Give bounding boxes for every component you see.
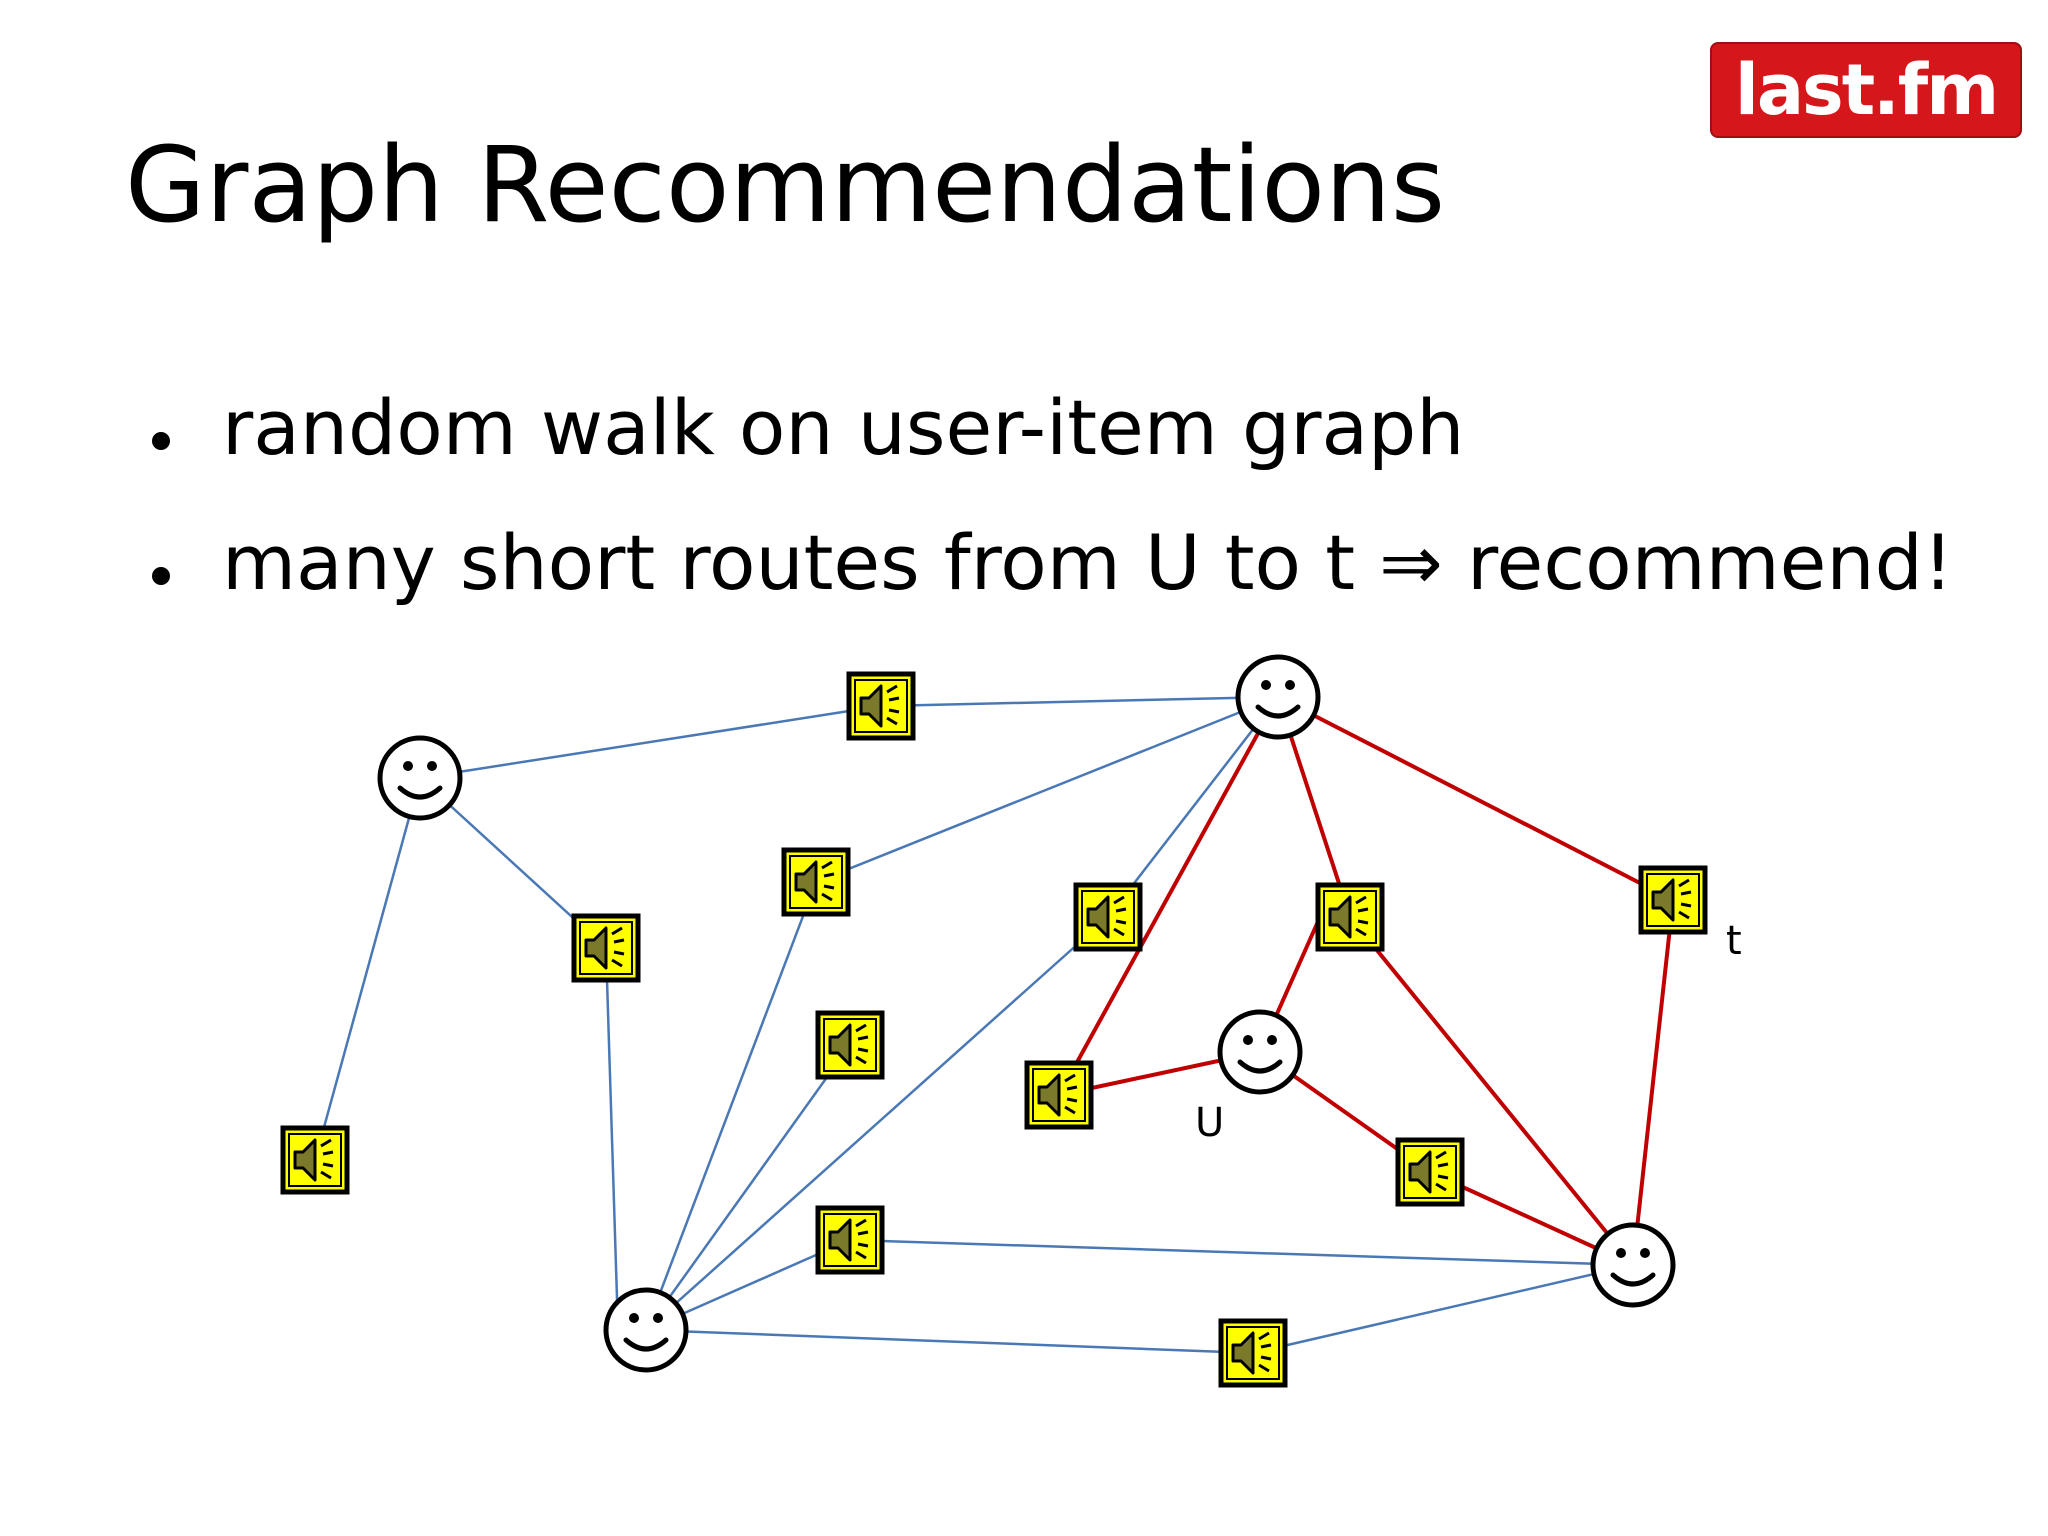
graph-edge — [1252, 1263, 1634, 1355]
item-nodes — [283, 674, 1705, 1385]
graph-edge — [815, 695, 1279, 884]
user-nodes — [380, 657, 1673, 1370]
smiley-icon — [1593, 1225, 1673, 1305]
highlighted-edge — [1348, 915, 1635, 1267]
smiley-icon — [1238, 657, 1318, 737]
graph-edge — [604, 947, 620, 1331]
speaker-icon — [849, 674, 913, 738]
graph-edge — [645, 1328, 1254, 1355]
speaker-icon — [818, 1208, 882, 1272]
speaker-icon — [1076, 885, 1140, 949]
bullet-text: many short routes from U to t ⇒ recommen… — [222, 518, 1954, 607]
speaker-icon — [1221, 1321, 1285, 1385]
smiley-icon — [606, 1290, 686, 1370]
slide-title: Graph Recommendations — [125, 124, 1446, 246]
graph-edge — [645, 916, 1109, 1331]
bullet-text: random walk on user-item graph — [222, 383, 1465, 472]
user-label: U — [1195, 1100, 1224, 1146]
highlighted-edge — [1277, 695, 1674, 902]
speaker-icon — [1641, 868, 1705, 932]
graph-edge — [313, 777, 422, 1161]
highlighted-edges — [1057, 695, 1675, 1267]
graph-edge — [1107, 696, 1279, 918]
speaker-icon — [283, 1128, 347, 1192]
speaker-icon — [574, 916, 638, 980]
speaker-icon — [1027, 1063, 1091, 1127]
highlighted-edge — [1631, 899, 1675, 1266]
graph-edge — [644, 1044, 852, 1331]
bullet-icon — [152, 432, 170, 450]
smiley-icon — [1220, 1012, 1300, 1092]
speaker-icon — [1318, 885, 1382, 949]
lastfm-logo: last.fm — [1710, 42, 2022, 138]
bullet-icon — [152, 567, 170, 585]
graph-edge — [849, 1238, 1634, 1267]
speaker-icon — [1398, 1140, 1462, 1204]
graph-edge — [880, 695, 1279, 708]
graph-edge — [644, 881, 818, 1331]
highlighted-edge — [1057, 696, 1280, 1096]
smiley-icon — [380, 738, 460, 818]
speaker-icon — [818, 1013, 882, 1077]
speaker-icon — [784, 850, 848, 914]
graph-edge — [419, 704, 882, 780]
target-label: t — [1726, 918, 1742, 964]
